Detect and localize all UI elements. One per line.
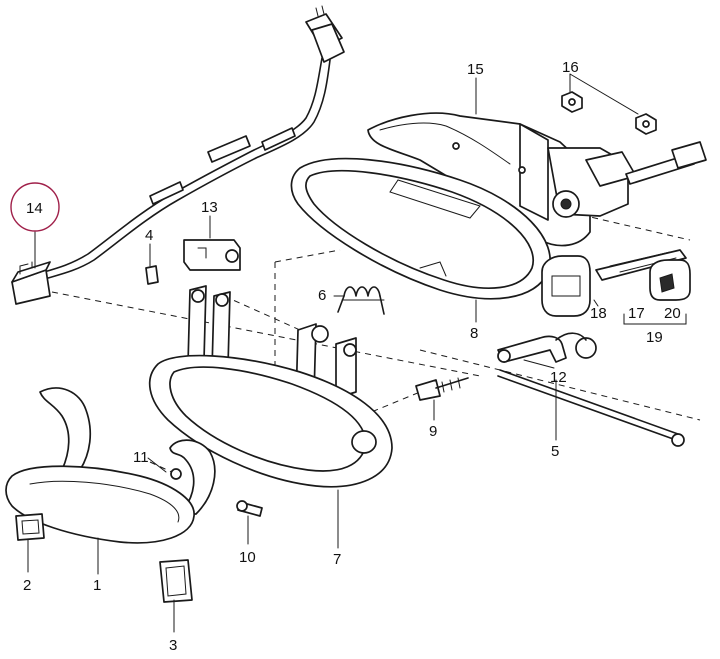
spring-part-6: [337, 286, 385, 315]
label-7: 7: [333, 551, 341, 568]
gasket-part-2: [15, 513, 45, 541]
label-20: 20: [664, 305, 681, 322]
wiring-harness: [43, 5, 345, 279]
part-labels: 14 15 16 13 4 6 8 18 17 20 19 12 9 5 11 …: [10, 59, 681, 654]
label-12: 12: [550, 369, 567, 386]
handle-gasket-part-8: [290, 157, 551, 300]
microswitch-part-14: [11, 261, 51, 305]
label-16: 16: [562, 59, 579, 76]
label-9: 9: [429, 423, 437, 440]
callout-lines: [27, 73, 639, 633]
label-3: 3: [169, 637, 177, 654]
label-10: 10: [239, 549, 256, 566]
key-part-20: [649, 259, 691, 301]
label-4: 4: [145, 227, 153, 244]
pin-part-10: [236, 500, 263, 517]
label-18: 18: [590, 305, 607, 322]
handle-frame-part-7: [148, 354, 393, 488]
rod-part-5: [497, 369, 685, 447]
label-13: 13: [201, 199, 218, 216]
label-15: 15: [467, 61, 484, 78]
clip-part-11: [170, 468, 182, 480]
label-6: 6: [318, 287, 326, 304]
nuts-part-16: [561, 91, 657, 135]
label-5: 5: [551, 443, 559, 460]
clip-part-4: [145, 265, 159, 285]
label-2: 2: [23, 577, 31, 594]
screw-part-9: [415, 377, 469, 401]
label-8: 8: [470, 325, 478, 342]
bracket-part-13: [183, 239, 241, 271]
label-17: 17: [628, 305, 645, 322]
label-19: 19: [646, 329, 663, 346]
lever-part-12: [497, 332, 597, 363]
gasket-part-3: [159, 559, 193, 603]
handle-housing-part-15: [367, 112, 707, 247]
label-11: 11: [133, 449, 149, 466]
highlight-circle-14: [10, 182, 60, 232]
key-cover-part-18: [541, 255, 591, 317]
bracket-19: [623, 313, 687, 325]
outer-handle-part-1: [5, 387, 216, 544]
label-14: 14: [26, 200, 43, 217]
label-1: 1: [93, 577, 101, 594]
